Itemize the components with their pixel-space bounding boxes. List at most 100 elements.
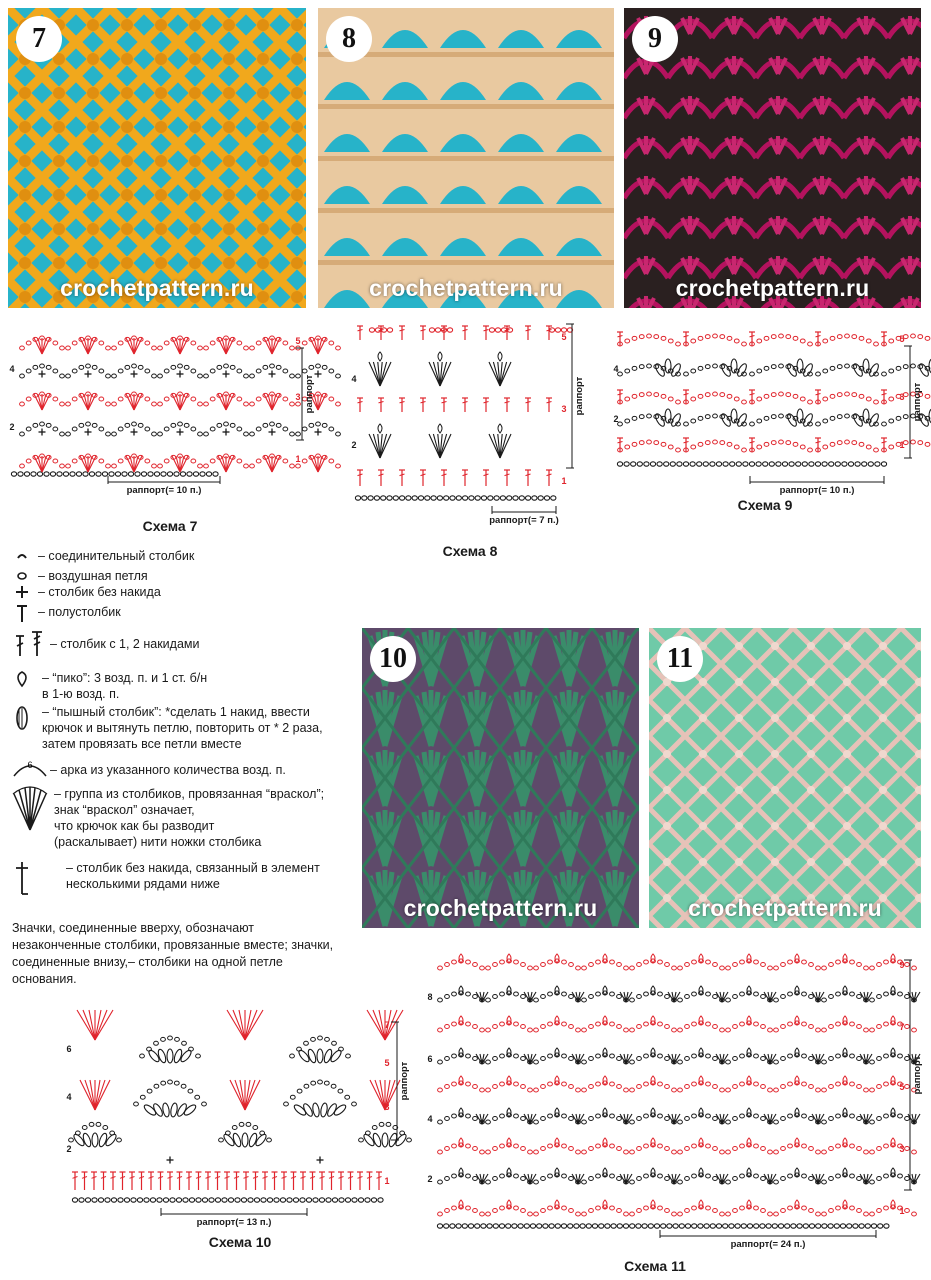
fan-stitch [623, 1053, 627, 1065]
chain-stitch [472, 962, 478, 967]
fan-stitch [811, 991, 819, 1003]
chain-stitch [677, 1119, 683, 1125]
chain-stitch [653, 392, 660, 398]
fan-stitch [439, 361, 452, 387]
chain-stitch [335, 431, 341, 437]
chain-stitch [821, 1223, 828, 1229]
fan-stitch [89, 1079, 96, 1111]
rapport-label: раппорт(= 13 п.) [197, 1217, 272, 1228]
chain-stitch [344, 1197, 352, 1203]
fan-stitch [767, 1173, 771, 1185]
picot [437, 351, 443, 362]
fan-stitch [244, 1009, 258, 1041]
chain-stitch [863, 1149, 869, 1155]
chain-stitch [485, 1211, 491, 1217]
chain-stitch [638, 334, 645, 340]
chain-stitch [773, 1179, 779, 1185]
row-number: 5 [899, 334, 904, 344]
chain-stitch [677, 997, 683, 1003]
fan-stitch [234, 1079, 246, 1111]
chain-stitch [227, 1197, 235, 1203]
chain-stitch [175, 1197, 183, 1203]
fan-stitch [481, 1173, 485, 1185]
chain-stitch [386, 495, 393, 501]
chain-arch-icon: 6 [13, 760, 47, 777]
chain-stitch [166, 471, 174, 477]
fan-stitch [267, 393, 273, 411]
chain-stitch [755, 461, 762, 467]
fan-stitch [575, 1173, 579, 1185]
chain-stitch [778, 413, 784, 419]
chain-stitch [861, 461, 868, 467]
chain-stitch [540, 1176, 546, 1181]
fan-stitch [715, 991, 723, 1003]
double-crochet [881, 441, 887, 444]
chain-stitch [417, 495, 425, 501]
chain-stitch [712, 962, 718, 967]
chain-stitch [876, 994, 882, 999]
chain-stitch [480, 1223, 487, 1229]
fan-stitch [913, 991, 917, 1003]
chain-stitch [485, 1149, 491, 1155]
chain-stitch [732, 962, 738, 967]
double-crochet [72, 1176, 78, 1179]
photo-swatch-8: 8 crochetpattern.ru [318, 8, 614, 308]
chain-stitch [796, 1223, 803, 1229]
chain-stitch [162, 1197, 170, 1203]
chain-stitch [664, 1056, 670, 1061]
chain-stitch [753, 1113, 759, 1119]
chain-stitch [883, 1205, 889, 1211]
chain-stitch [337, 1088, 344, 1094]
double-crochet [617, 441, 623, 444]
fan-stitch [379, 361, 392, 387]
fan-stitch [432, 433, 441, 459]
chain-stitch [895, 335, 902, 341]
fan-stitch [179, 455, 185, 473]
fan-stitch [571, 1173, 579, 1185]
double-crochet [233, 1176, 240, 1179]
chain-stitch [858, 1223, 865, 1229]
chain-stitch [567, 1223, 574, 1229]
chain-stitch [282, 458, 289, 464]
fan-stitch [94, 1009, 114, 1041]
chain-stitch [117, 1197, 124, 1203]
row-number: 3 [899, 1144, 904, 1154]
chain-stitch [712, 439, 718, 445]
fan-stitch [267, 337, 273, 355]
chain-stitch [617, 371, 623, 377]
row-number: 3 [899, 392, 904, 402]
chain-stitch [472, 994, 478, 999]
chain-stitch [697, 441, 704, 447]
chain-stitch [117, 340, 124, 346]
picot [602, 1137, 608, 1148]
picot [602, 1167, 608, 1178]
chain-stitch [691, 1021, 697, 1027]
chain-stitch [773, 1059, 779, 1065]
picot [890, 953, 896, 964]
double-crochet [167, 1176, 173, 1179]
chain-stitch [472, 1176, 478, 1181]
double-crochet [683, 335, 689, 338]
chain-stitch [623, 461, 630, 467]
fan-stitch [619, 991, 627, 1003]
chain-stitch [705, 1143, 711, 1149]
chain-stitch [321, 422, 328, 428]
chain-stitch [753, 1205, 759, 1211]
chain-stitch [753, 1021, 759, 1027]
chain-stitch [677, 1211, 683, 1217]
fan-stitch [437, 433, 441, 459]
puff-stitch [98, 1132, 108, 1148]
chain-stitch [139, 1053, 145, 1059]
fan-stitch [41, 337, 51, 355]
picot [602, 953, 608, 964]
chain-stitch [773, 1211, 779, 1217]
chain-stitch [123, 1197, 131, 1203]
picot [698, 953, 704, 964]
chain-stitch [616, 1084, 622, 1089]
chain-stitch [260, 1197, 267, 1203]
chain-stitch [588, 1208, 594, 1213]
chain-stitch [664, 1208, 670, 1213]
fan-stitch [378, 1009, 386, 1041]
chain-stitch [492, 1116, 498, 1121]
